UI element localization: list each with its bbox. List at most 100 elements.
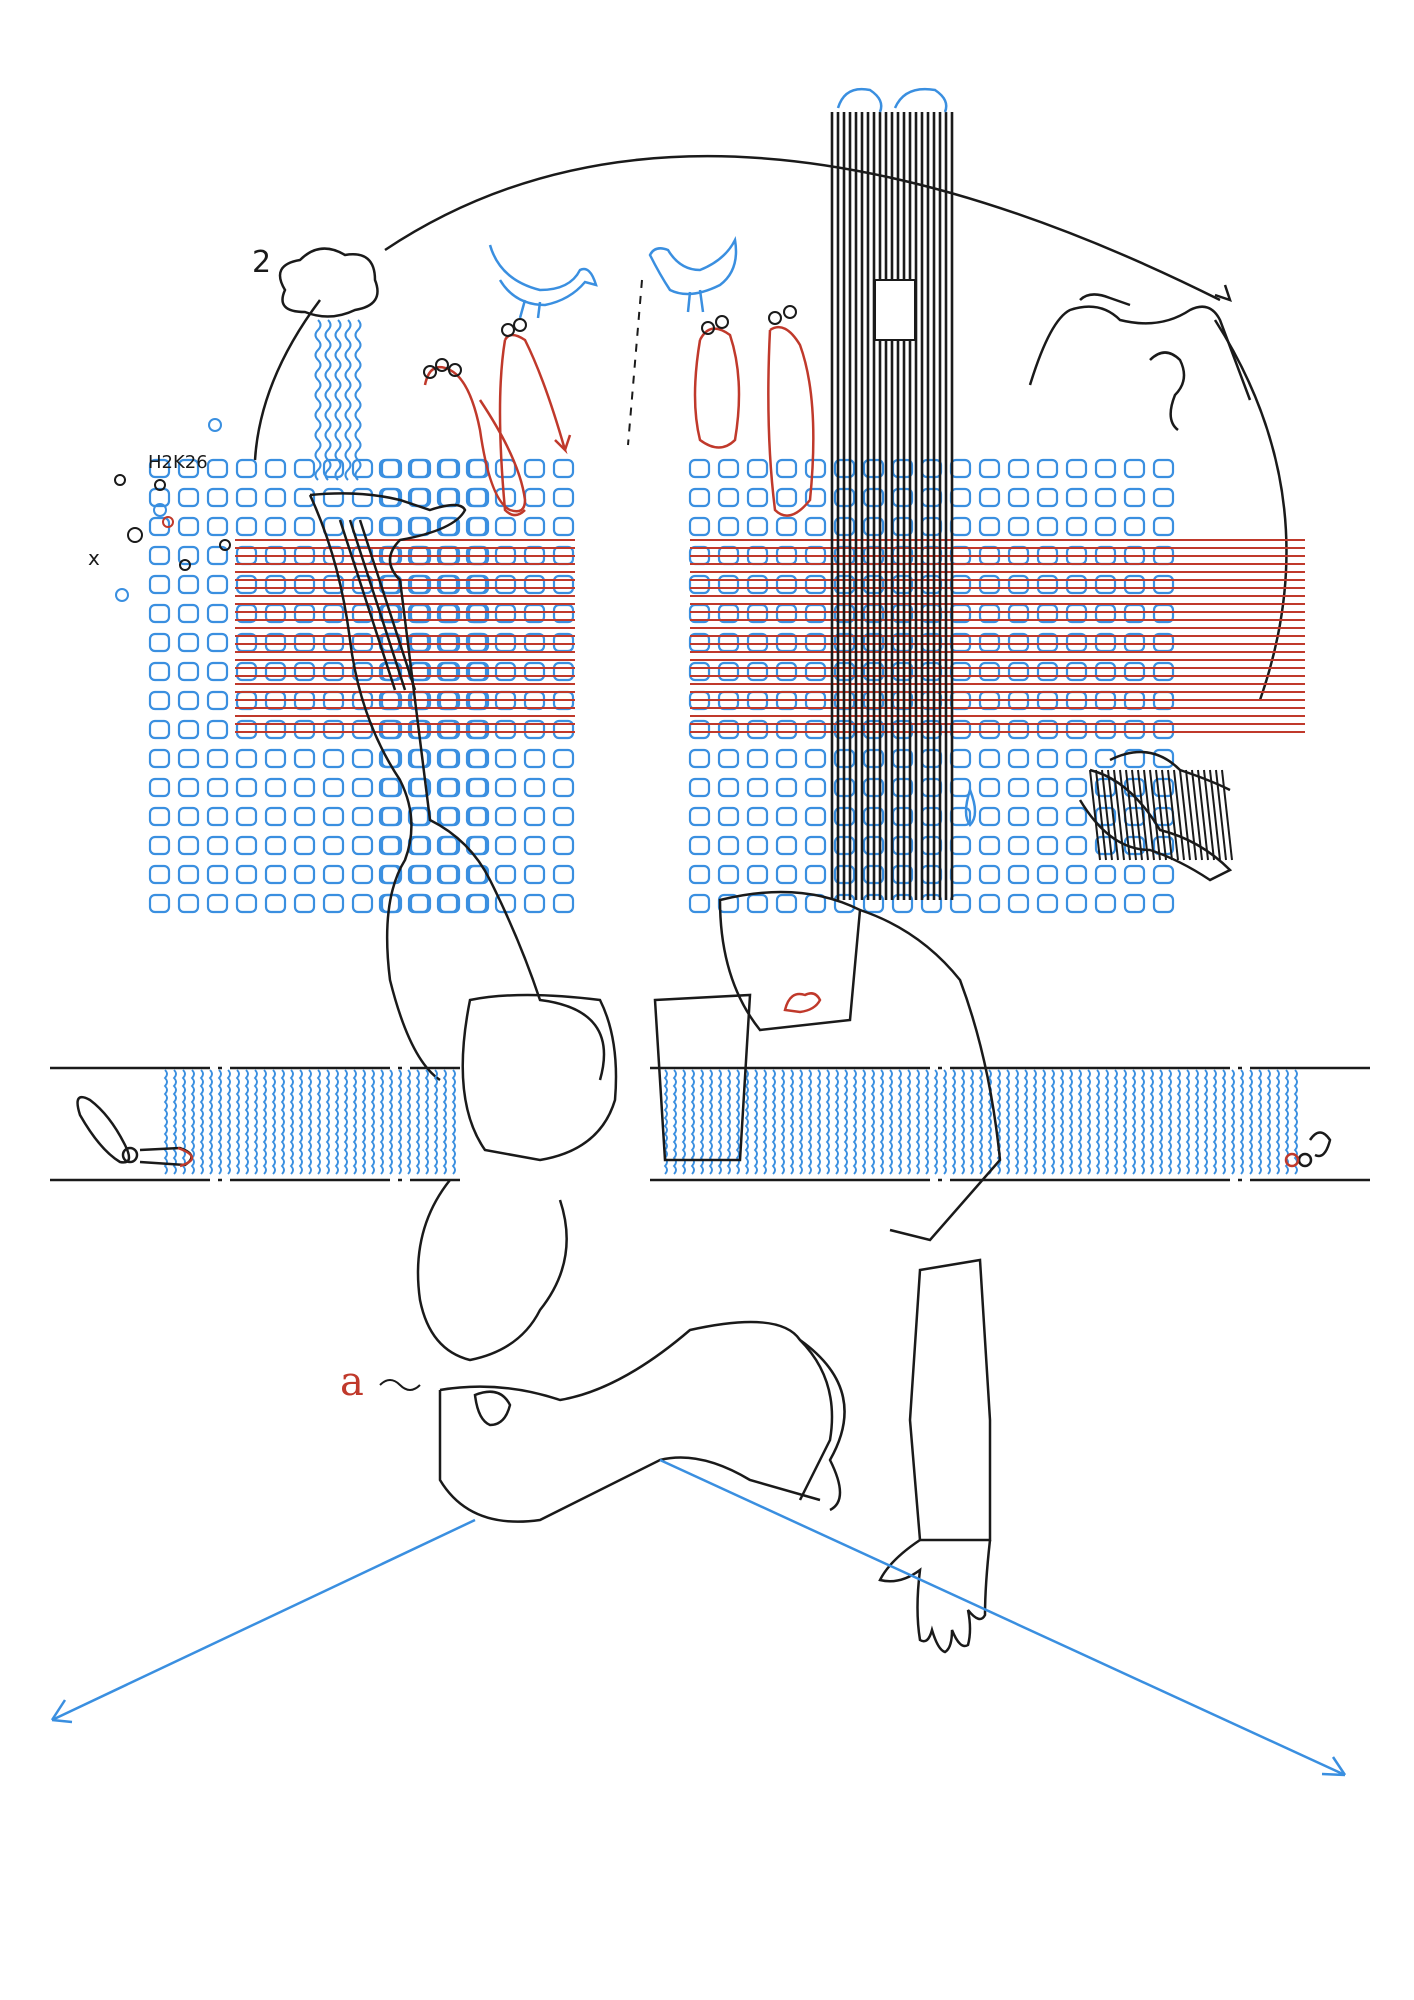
wavy-line — [343, 1069, 348, 1175]
wavy-line — [1032, 1069, 1037, 1175]
wavy-line — [1140, 1069, 1145, 1175]
wavy-line — [933, 1069, 938, 1175]
wavy-line — [1023, 1069, 1028, 1175]
wavy-line — [1077, 1069, 1082, 1175]
wavy-line — [753, 1069, 758, 1175]
grid-square — [775, 893, 798, 914]
wavy-line — [978, 1069, 983, 1175]
wavy-line — [379, 1069, 384, 1175]
grid-square — [177, 748, 200, 769]
grid-square — [436, 748, 459, 769]
grid-square — [552, 719, 575, 740]
grid-square — [293, 864, 316, 885]
kneeling-figure — [416, 890, 1002, 1542]
wavy-line — [352, 1069, 357, 1175]
wavy-line — [1104, 1069, 1109, 1175]
grid-square — [804, 777, 827, 798]
grid-square — [407, 864, 430, 885]
grid-square — [523, 806, 546, 827]
grid-square — [235, 806, 258, 827]
grid-square — [775, 487, 798, 508]
wavy-line — [1113, 1069, 1118, 1175]
hatch-line — [1107, 769, 1119, 861]
grid-square — [436, 864, 459, 885]
wavy-line — [370, 1069, 375, 1175]
grid-square — [552, 893, 575, 914]
wavy-line — [672, 1069, 677, 1175]
wavy-line — [906, 1069, 911, 1175]
hatch-line — [1161, 769, 1173, 861]
grid-square — [322, 835, 345, 856]
grid-square — [1036, 777, 1059, 798]
grid-square — [322, 748, 345, 769]
grid-square — [322, 806, 345, 827]
grid-square — [978, 661, 1001, 682]
grid-square — [920, 574, 943, 595]
blue-square-grid-right — [688, 458, 1175, 914]
grid-square — [1123, 574, 1146, 595]
grid-square — [436, 806, 459, 827]
hatch-line — [1167, 769, 1179, 861]
grid-square — [1094, 893, 1117, 914]
grid-square — [148, 719, 171, 740]
grid-square — [494, 719, 517, 740]
grid-square — [407, 748, 430, 769]
wavy-line — [325, 1069, 330, 1175]
grid-square — [688, 777, 711, 798]
grid-square — [688, 806, 711, 827]
wavy-line — [1185, 1069, 1190, 1175]
wavy-line — [163, 1069, 168, 1175]
tilde-mark — [379, 1379, 421, 1391]
hatch-line — [1191, 769, 1203, 861]
grid-square — [177, 835, 200, 856]
wavy-line — [816, 1069, 821, 1175]
grid-square — [235, 835, 258, 856]
grid-square — [264, 893, 287, 914]
grid-square — [1036, 864, 1059, 885]
wavy-line — [681, 1069, 686, 1175]
grid-square — [378, 487, 401, 508]
grid-square — [465, 458, 488, 479]
grid-square — [978, 806, 1001, 827]
wavy-line — [1203, 1069, 1208, 1175]
wavy-line — [915, 1069, 920, 1175]
wavy-line — [1158, 1069, 1163, 1175]
grid-square — [1065, 893, 1088, 914]
hatch-line — [1155, 769, 1167, 861]
grid-square — [264, 777, 287, 798]
grid-square — [351, 661, 374, 682]
grid-square — [688, 458, 711, 479]
hatch-line — [1101, 769, 1113, 861]
grid-square — [978, 777, 1001, 798]
grid-square — [148, 545, 171, 566]
grid-square — [494, 516, 517, 537]
grid-square — [436, 661, 459, 682]
grid-square — [949, 835, 972, 856]
grid-square — [552, 661, 575, 682]
grid-square — [1152, 748, 1175, 769]
grid-square — [206, 516, 229, 537]
wavy-line — [1248, 1069, 1253, 1175]
grid-square — [351, 458, 374, 479]
grid-square — [1036, 806, 1059, 827]
grid-square — [1065, 777, 1088, 798]
grid-square — [293, 835, 316, 856]
grid-square — [148, 458, 171, 479]
grid-square — [177, 719, 200, 740]
grid-square — [688, 661, 711, 682]
grid-square — [1123, 458, 1146, 479]
grid-square — [804, 487, 827, 508]
grid-square — [322, 487, 345, 508]
wavy-line — [969, 1069, 974, 1175]
grid-square — [465, 777, 488, 798]
grid-square — [978, 487, 1001, 508]
grid-square — [293, 574, 316, 595]
grid-square — [407, 806, 430, 827]
grid-square — [1123, 864, 1146, 885]
grid-square — [552, 748, 575, 769]
grid-square — [804, 661, 827, 682]
bird-icon — [488, 236, 738, 319]
grid-square — [206, 487, 229, 508]
wavy-line — [726, 1069, 731, 1175]
grid-square — [494, 458, 517, 479]
